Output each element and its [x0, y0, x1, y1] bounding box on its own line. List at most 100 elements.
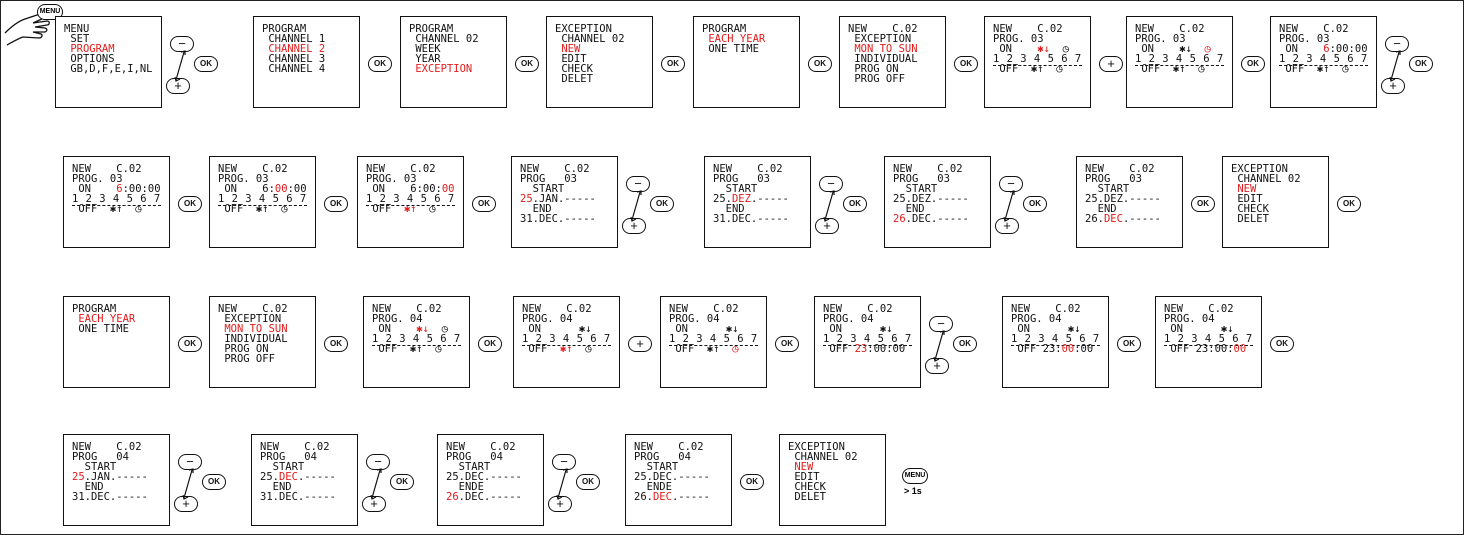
lcd-text: PROG. 04: [669, 313, 720, 325]
lcd-text: PROG. 03: [1279, 33, 1330, 45]
plus-button[interactable]: +: [174, 496, 198, 512]
lcd-line: DELET: [788, 492, 885, 503]
lcd-text: PROG. 03: [993, 33, 1044, 45]
ok-button[interactable]: OK: [194, 56, 218, 72]
lcd-text: OFF ✱↑ ◷: [218, 203, 288, 215]
minus-button[interactable]: −: [178, 454, 202, 470]
lcd-text: ON 6:00:: [366, 183, 442, 195]
ok-button[interactable]: OK: [661, 56, 685, 72]
lcd-text: START: [713, 183, 758, 195]
ok-button[interactable]: OK: [178, 196, 202, 212]
ok-button[interactable]: OK: [515, 56, 539, 72]
plus-button[interactable]: +: [548, 496, 572, 512]
lcd-line: NEW C.02: [446, 442, 543, 453]
ok-button[interactable]: OK: [953, 336, 977, 352]
plus-button[interactable]: +: [362, 496, 386, 512]
weekday-digits: 1 2 3 4 5 6 7: [1279, 53, 1368, 66]
lcd-text: PROGRAM: [72, 303, 117, 315]
weekday-digits: 1 2 3 4 5 6 7: [522, 333, 611, 346]
highlighted-text: 00: [1061, 343, 1075, 355]
highlighted-text: CHANNEL 2: [262, 43, 326, 55]
lcd-line: CHECK: [555, 64, 652, 75]
lcd-text: :00:00: [1329, 43, 1368, 55]
lcd-text: NEW C.02: [72, 441, 142, 453]
lcd-text: NEW C.02: [1279, 23, 1349, 35]
ok-button[interactable]: OK: [478, 336, 502, 352]
lcd-line: PROG. 03: [218, 174, 315, 185]
plus-button[interactable]: +: [995, 218, 1019, 234]
lcd-line: ON 6:00:00: [218, 184, 315, 195]
ok-button[interactable]: OK: [178, 336, 202, 352]
lcd-line: 25.DEZ.-----: [1085, 194, 1182, 205]
lcd-text: NEW C.02: [893, 163, 963, 175]
lcd-text: ON: [993, 43, 1038, 55]
lcd-line: OFF ✱↑ ◷: [993, 64, 1090, 75]
lcd-line: 31.DEC.-----: [713, 214, 810, 225]
lcd-text: GB,D,F,E,I,NL: [64, 63, 153, 75]
lcd-text: ◷: [572, 343, 592, 355]
lcd-line: PROG 04: [446, 452, 543, 463]
plus-button[interactable]: +: [622, 218, 646, 234]
plus-button[interactable]: +: [1099, 56, 1123, 72]
plus-button[interactable]: +: [815, 218, 839, 234]
plus-button[interactable]: +: [628, 336, 652, 352]
lcd-text: 25.DEC.-----: [446, 471, 522, 483]
up-down-arrow-icon: [182, 468, 194, 500]
plus-button[interactable]: +: [925, 358, 949, 374]
ok-button[interactable]: OK: [1117, 336, 1141, 352]
lcd-text: NEW C.02: [993, 23, 1063, 35]
ok-button[interactable]: OK: [1337, 196, 1361, 212]
lcd-text: CHANNEL 3: [262, 53, 326, 65]
lcd-line: PROGRAM: [702, 24, 799, 35]
lcd-line: NEW C.02: [893, 163, 990, 175]
ok-button[interactable]: OK: [368, 56, 392, 72]
plus-button[interactable]: +: [1381, 78, 1405, 94]
lcd-text: PROG. 03: [366, 173, 417, 185]
ok-button[interactable]: OK: [1241, 56, 1265, 72]
lcd-line: CHANNEL 02: [788, 452, 885, 463]
ok-button[interactable]: OK: [1191, 196, 1215, 212]
ok-button[interactable]: OK: [1023, 196, 1047, 212]
lcd-text: 31.DEC.-----: [520, 213, 596, 225]
lcd-line: END: [1085, 204, 1182, 215]
lcd-text: NEW C.02: [1135, 23, 1205, 35]
highlighted-text: DEC: [278, 471, 298, 483]
ok-button[interactable]: OK: [808, 56, 832, 72]
lcd-text: PROGRAM: [409, 23, 454, 35]
ok-button[interactable]: OK: [775, 336, 799, 352]
up-down-arrow-icon: [823, 190, 835, 222]
lcd-text: :00: [1074, 343, 1094, 355]
lcd-text: NEW C.02: [366, 163, 436, 175]
ok-button[interactable]: OK: [1409, 56, 1433, 72]
lcd-line: PROG. 03: [993, 33, 1090, 45]
lcd-line: 31.DEC.-----: [260, 492, 357, 503]
lcd-line: NEW C.02: [1085, 164, 1182, 175]
lcd-line: NEW C.02: [1135, 23, 1232, 35]
ok-button[interactable]: OK: [390, 474, 414, 490]
ok-button[interactable]: OK: [202, 474, 226, 490]
ok-button[interactable]: OK: [954, 56, 978, 72]
ok-button[interactable]: OK: [1270, 336, 1294, 352]
lcd-text: CHANNEL 4: [262, 63, 326, 75]
lcd-text: OFF: [522, 343, 560, 355]
lcd-line: 1 2 3 4 5 6 7: [372, 334, 469, 346]
ok-button[interactable]: OK: [843, 196, 867, 212]
lcd-screen: PROGRAM CHANNEL 1 CHANNEL 2 CHANNEL 3 CH…: [253, 16, 360, 108]
ok-button[interactable]: OK: [324, 196, 348, 212]
lcd-text: EDIT: [555, 53, 587, 65]
lcd-text: OFF: [823, 343, 855, 355]
up-down-arrow-icon: [1389, 50, 1401, 82]
ok-button[interactable]: OK: [472, 196, 496, 212]
ok-button[interactable]: OK: [740, 474, 764, 490]
lcd-text: .-----: [750, 193, 789, 205]
ok-button[interactable]: OK: [650, 196, 674, 212]
menu-button[interactable]: MENU: [902, 468, 928, 484]
lcd-text: 26.: [634, 491, 653, 503]
ok-button[interactable]: OK: [324, 336, 348, 352]
lcd-line: 1 2 3 4 5 6 7: [366, 194, 463, 206]
ok-button[interactable]: OK: [576, 474, 600, 490]
lcd-text: EXCEPTION: [555, 23, 612, 35]
plus-button[interactable]: +: [166, 78, 190, 94]
